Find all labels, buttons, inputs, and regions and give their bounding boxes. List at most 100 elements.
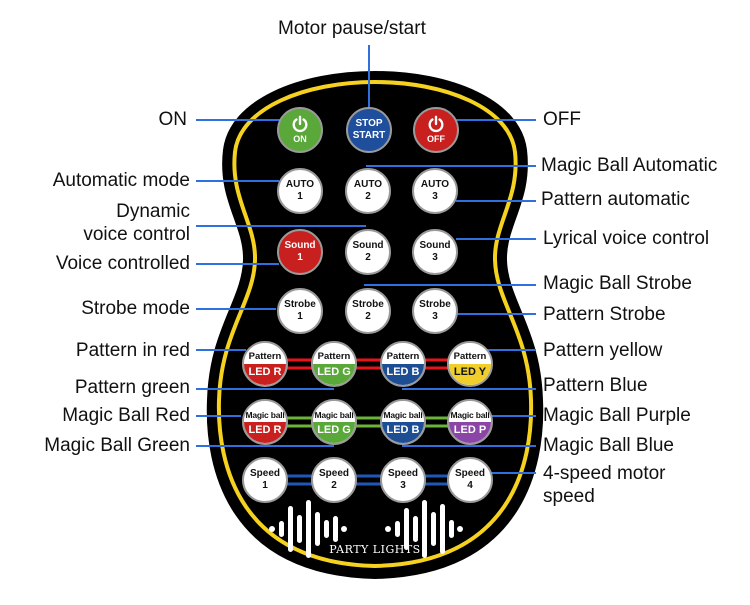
callout-on: ON: [158, 109, 188, 130]
callout-magic-ball-purple: Magic Ball Purple: [543, 405, 691, 426]
strobe-2-number: 2: [365, 311, 371, 322]
sound-1-number: 1: [297, 252, 303, 263]
callout-dynamic-line1: Dynamic: [116, 201, 190, 222]
callout-pattern-blue: Pattern Blue: [543, 375, 648, 396]
pattern-led-y-bottom: LED Y: [449, 364, 491, 385]
speed-1-label: Speed: [249, 468, 280, 479]
magic-ball-led-b-bottom: LED B: [382, 422, 424, 443]
speed-link-bars: [285, 474, 451, 486]
callout-dynamic-line2: voice control: [83, 224, 190, 245]
pattern-led-b-top: Pattern: [382, 343, 424, 364]
strobe-3-label: Strobe: [419, 299, 451, 310]
magic-ball-led-g-button[interactable]: Magic ball LED G: [311, 399, 357, 445]
pattern-led-r-top: Pattern: [244, 343, 286, 364]
callout-magic-ball-blue: Magic Ball Blue: [543, 435, 674, 456]
magic-link-bars: [285, 416, 451, 428]
start-label: START: [352, 130, 386, 141]
sound-1-label: Sound: [284, 240, 316, 251]
off-button-label: OFF: [427, 134, 445, 144]
callout-pattern-in-red: Pattern in red: [75, 340, 190, 361]
callout-lyrical-voice-control: Lyrical voice control: [543, 228, 710, 249]
magic-ball-led-r-button[interactable]: Magic ball LED R: [242, 399, 288, 445]
magic-ball-led-g-bottom: LED G: [313, 422, 355, 443]
auto-3-label: AUTO: [420, 179, 450, 190]
magic-ball-led-r-top: Magic ball: [244, 401, 286, 422]
sound-2-label: Sound: [352, 240, 384, 251]
callout-pattern-yellow: Pattern yellow: [543, 340, 663, 361]
magic-ball-led-p-top: Magic ball: [449, 401, 491, 422]
speed-3-label: Speed: [387, 468, 418, 479]
pattern-led-y-top: Pattern: [449, 343, 491, 364]
pattern-led-r-button[interactable]: Pattern LED R: [242, 341, 288, 387]
speed-2-label: Speed: [318, 468, 349, 479]
callout-pattern-strobe: Pattern Strobe: [543, 304, 666, 325]
magic-ball-led-p-bottom: LED P: [449, 422, 491, 443]
pattern-led-r-bottom: LED R: [244, 364, 286, 385]
on-button[interactable]: ON: [277, 107, 323, 153]
callout-four-speed-line2: speed: [543, 486, 595, 507]
auto-2-label: AUTO: [353, 179, 383, 190]
speed-3-number: 3: [400, 480, 406, 491]
callout-voice-controlled: Voice controlled: [55, 253, 190, 274]
callout-magic-ball-green: Magic Ball Green: [44, 435, 190, 456]
magic-ball-led-g-top: Magic ball: [313, 401, 355, 422]
leader-lines: [196, 45, 536, 474]
brand-text: PARTY LIGHTS: [329, 543, 421, 556]
pattern-link-bars: [285, 358, 451, 370]
magic-ball-led-r-bottom: LED R: [244, 422, 286, 443]
power-icon: [292, 115, 308, 133]
sound-3-number: 3: [432, 252, 438, 263]
callout-pattern-automatic: Pattern automatic: [541, 189, 690, 210]
on-button-label: ON: [293, 134, 307, 144]
power-icon: [428, 115, 444, 133]
speed-4-number: 4: [467, 480, 473, 491]
speed-2-number: 2: [331, 480, 337, 491]
auto-3-number: 3: [432, 191, 438, 202]
callout-off: OFF: [543, 109, 581, 130]
auto-1-number: 1: [297, 191, 303, 202]
stop-start-button[interactable]: STOP START: [346, 107, 392, 153]
strobe-2-label: Strobe: [352, 299, 384, 310]
callout-strobe-mode: Strobe mode: [81, 298, 190, 319]
sound-2-number: 2: [365, 252, 371, 263]
pattern-led-g-button[interactable]: Pattern LED G: [311, 341, 357, 387]
pattern-led-b-bottom: LED B: [382, 364, 424, 385]
auto-2-number: 2: [365, 191, 371, 202]
speed-1-number: 1: [262, 480, 268, 491]
pattern-led-g-top: Pattern: [313, 343, 355, 364]
callout-automatic-mode: Automatic mode: [52, 170, 190, 191]
off-button[interactable]: OFF: [413, 107, 459, 153]
pattern-led-y-button[interactable]: Pattern LED Y: [447, 341, 493, 387]
magic-ball-led-b-button[interactable]: Magic ball LED B: [380, 399, 426, 445]
remote-trim: [216, 79, 534, 569]
stop-label: STOP: [355, 118, 383, 129]
strobe-1-label: Strobe: [284, 299, 316, 310]
sound-3-label: Sound: [419, 240, 451, 251]
strobe-3-number: 3: [432, 311, 438, 322]
strobe-1-number: 1: [297, 311, 303, 322]
callout-magic-ball-red: Magic Ball Red: [62, 405, 190, 426]
pattern-led-g-bottom: LED G: [313, 364, 355, 385]
magic-ball-led-p-button[interactable]: Magic ball LED P: [447, 399, 493, 445]
sound-wave-icon-left: [269, 500, 347, 558]
callout-pattern-green: Pattern green: [74, 377, 190, 398]
callout-motor-pause-start: Motor pause/start: [278, 18, 426, 39]
pattern-led-b-button[interactable]: Pattern LED B: [380, 341, 426, 387]
auto-1-label: AUTO: [285, 179, 315, 190]
magic-ball-led-b-top: Magic ball: [382, 401, 424, 422]
sound-wave-icon-right: [385, 500, 463, 558]
